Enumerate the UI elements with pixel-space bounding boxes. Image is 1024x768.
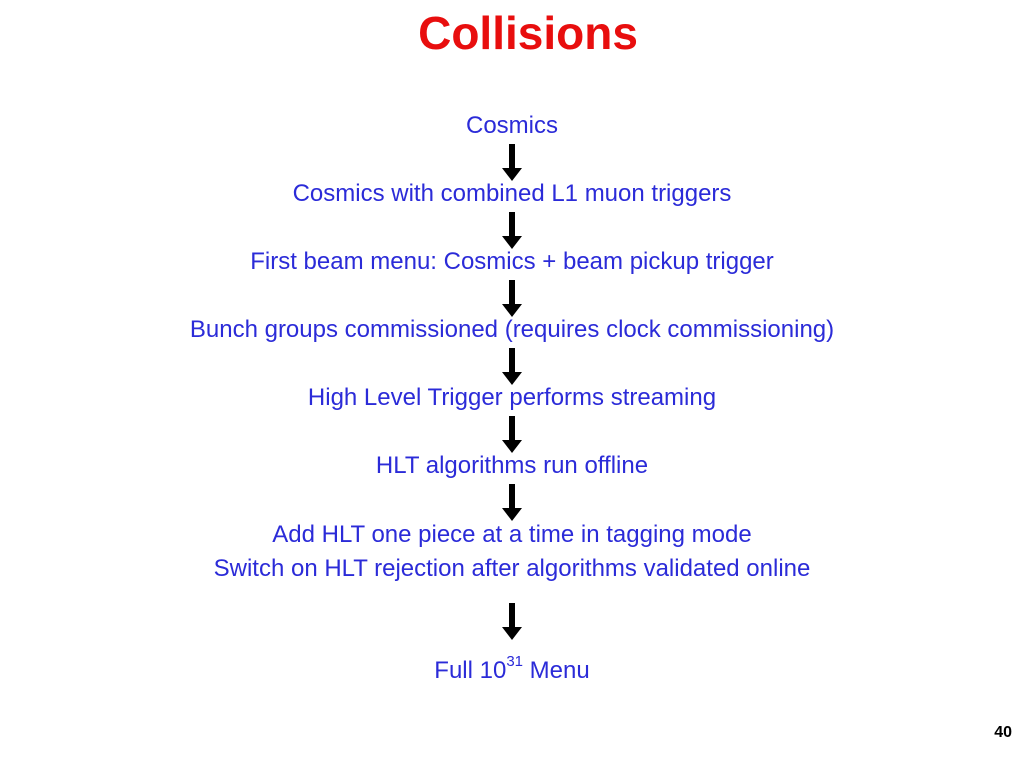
- step-cosmics: Cosmics: [465, 112, 558, 139]
- step-full-menu: Full 1031 Menu: [0, 653, 1024, 688]
- full-menu-prefix: Full 10: [434, 657, 507, 684]
- down-arrow-icon: [502, 144, 522, 181]
- step-switch-on-hlt-rejection: Switch on HLT rejection after algorithms…: [213, 555, 811, 582]
- slide-title: Collisions: [418, 7, 638, 59]
- step-first-beam-menu: First beam menu: Cosmics + beam pickup t…: [250, 248, 774, 275]
- page-number: 40: [994, 724, 1012, 741]
- step-bunch-groups-commissioned: Bunch groups commissioned (requires cloc…: [189, 316, 835, 343]
- step-hlt-streaming: High Level Trigger performs streaming: [307, 384, 717, 411]
- step-combined-l1-muon-triggers: Cosmics with combined L1 muon triggers: [292, 180, 732, 207]
- step-hlt-algorithms-offline: HLT algorithms run offline: [375, 452, 649, 479]
- step-add-hlt-tagging-mode: Add HLT one piece at a time in tagging m…: [272, 521, 752, 548]
- down-arrow-icon: [502, 603, 522, 640]
- down-arrow-icon: [502, 212, 522, 249]
- full-menu-suffix: Menu: [523, 657, 590, 684]
- down-arrow-icon: [502, 416, 522, 453]
- full-menu-exponent: 31: [506, 653, 524, 670]
- down-arrow-icon: [502, 484, 522, 521]
- down-arrow-icon: [502, 280, 522, 317]
- down-arrow-icon: [502, 348, 522, 385]
